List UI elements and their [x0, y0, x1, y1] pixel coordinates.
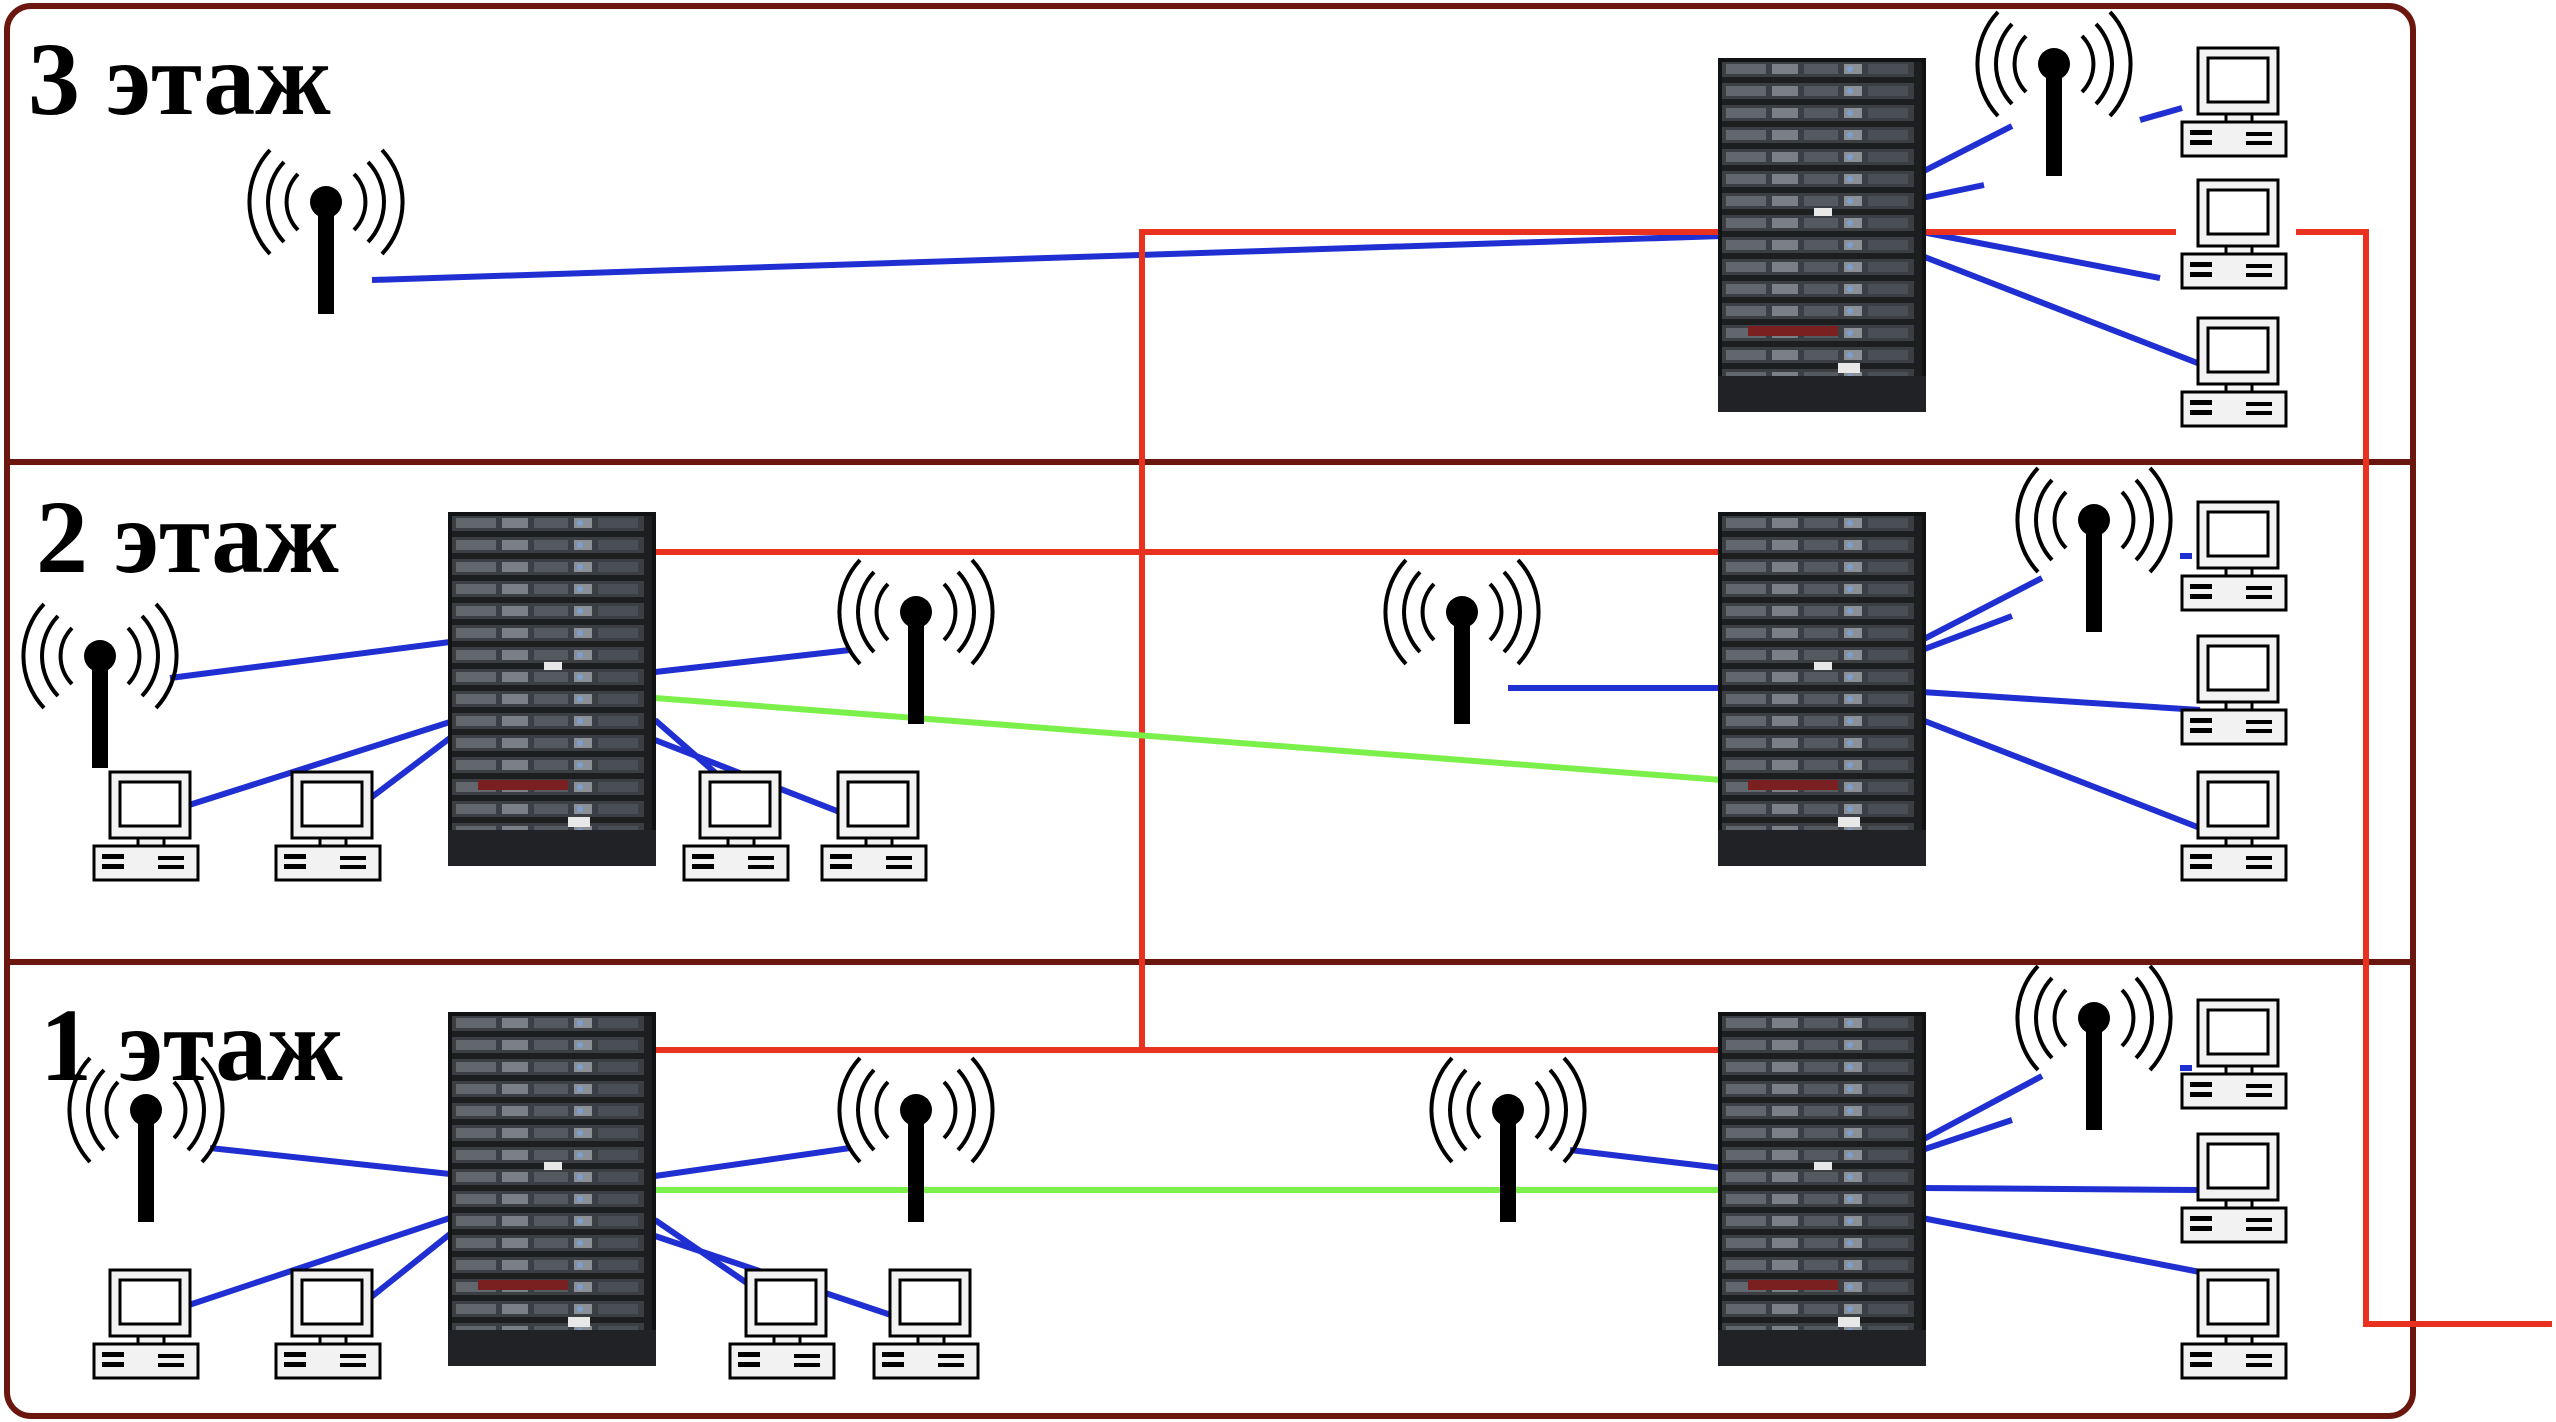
- lan-link: [358, 735, 452, 809]
- lan-link: [1920, 1073, 2044, 1143]
- lan-link: [185, 719, 451, 809]
- desktop-computer-icon: [2180, 1132, 2288, 1244]
- lan-link: [654, 1145, 851, 1179]
- floor-1-label: 1 этаж: [40, 988, 343, 1103]
- building-frame: [4, 3, 2416, 1419]
- desktop-computers: [92, 46, 2288, 1380]
- building-outline: [4, 3, 2416, 1419]
- desktop-computer-icon: [2180, 1268, 2288, 1380]
- wireless-bridge-floor2: [654, 695, 1723, 783]
- server-rack-icon: [448, 512, 656, 866]
- lan-link: [1920, 613, 2014, 653]
- lan-link: [1920, 123, 2014, 175]
- desktop-computer-icon: [2180, 46, 2288, 158]
- lan-link: [1569, 1147, 1723, 1171]
- server-rack-icon: [1718, 512, 1926, 866]
- lan-link: [1921, 1185, 2201, 1193]
- lan-link: [185, 1215, 451, 1309]
- desktop-computer-icon: [274, 770, 382, 882]
- wireless-bridge-links: [654, 695, 1723, 1193]
- desktop-computer-icon: [2180, 998, 2288, 1110]
- wifi-antenna-icon: [2015, 964, 2173, 1132]
- desktop-computer-icon: [2180, 634, 2288, 746]
- desktop-computer-icon: [2180, 316, 2288, 428]
- server-rack-icon: [1718, 1012, 1926, 1366]
- wifi-antenna-icon: [247, 148, 405, 316]
- server-rack-icon: [448, 1012, 656, 1366]
- backbone-links: [640, 229, 2552, 1327]
- wifi-antenna-icon: [1429, 1056, 1587, 1224]
- desktop-computer-icon: [728, 1268, 836, 1380]
- lan-link: [1920, 253, 2202, 367]
- lan-link: [371, 233, 1723, 283]
- desktop-computer-icon: [2180, 178, 2288, 290]
- wifi-antenna-icon: [2015, 466, 2173, 634]
- wifi-antenna-icon: [837, 1056, 995, 1224]
- desktop-computer-icon: [2180, 500, 2288, 612]
- wifi-antenna-icon: [1975, 10, 2133, 178]
- desktop-computer-icon: [274, 1268, 382, 1380]
- lan-link: [1921, 689, 2201, 713]
- lan-link: [2139, 105, 2183, 123]
- desktop-computer-icon: [92, 770, 200, 882]
- desktop-computer-icon: [872, 1268, 980, 1380]
- lan-link: [1921, 1117, 2013, 1153]
- lan-link: [654, 647, 851, 675]
- desktop-computer-icon: [2180, 770, 2288, 882]
- wifi-antenna-icon: [1383, 558, 1541, 726]
- lan-link: [358, 1231, 452, 1309]
- lan-link: [1920, 575, 2044, 643]
- lan-link: [209, 1145, 451, 1177]
- desktop-computer-icon: [92, 1268, 200, 1380]
- lan-link: [169, 639, 451, 681]
- wifi-antenna-icon: [21, 602, 179, 770]
- server-rack-icon: [1718, 58, 1926, 412]
- lan-link: [1921, 229, 2161, 281]
- floor-2-label: 2 этаж: [36, 480, 339, 595]
- desktop-computer-icon: [682, 770, 790, 882]
- floor-3-label: 3 этаж: [28, 22, 331, 137]
- lan-link: [1921, 182, 1985, 201]
- backbone-riser: [1139, 229, 1722, 1050]
- desktop-computer-icon: [820, 770, 928, 882]
- lan-link: [1920, 717, 2202, 831]
- wifi-antenna-icon: [837, 558, 995, 726]
- lan-link: [1921, 1215, 2201, 1275]
- backbone-uplink: [2296, 229, 2552, 1327]
